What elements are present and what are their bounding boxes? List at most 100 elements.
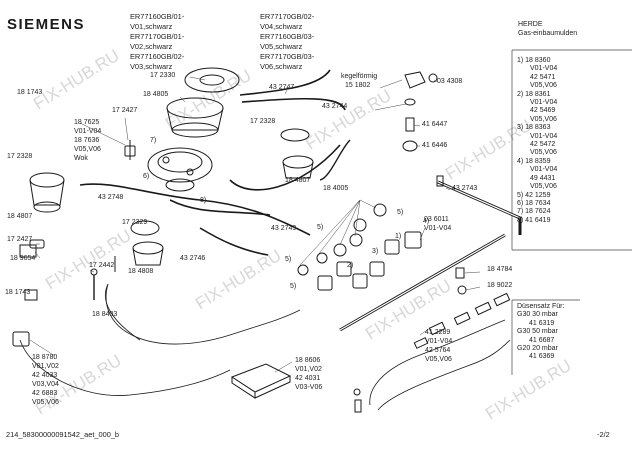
- callout-label: 8): [200, 197, 207, 204]
- part-label: 18 4808: [128, 268, 154, 275]
- variant-line: 1) 18 8360: [517, 57, 551, 64]
- product-title-line2: Gas-einbaumulden: [518, 30, 578, 37]
- part-label: 42 6883: [32, 390, 58, 397]
- model-column-1: ER77160GB/01-V01,schwarz ER77170GB/01-V0…: [130, 12, 184, 72]
- model-line: ER77170GB/03-V06,schwarz: [260, 52, 315, 71]
- variant-line: V05,V06: [530, 115, 557, 123]
- part-label: 17 2330: [150, 72, 176, 79]
- part-label: V03,V04: [32, 381, 59, 388]
- nozzle-line: G30 50 mbar: [517, 328, 558, 336]
- callout-label: 5): [317, 224, 324, 231]
- part-label: V03-V06: [295, 384, 323, 391]
- part-label: V01-V04: [424, 225, 452, 232]
- part-label: V01-V04: [74, 128, 102, 135]
- part-label: 17 2427: [112, 107, 138, 114]
- model-line: ER77170GB/02-V04,schwarz: [260, 12, 315, 31]
- variant-line: 42 5469: [530, 107, 556, 115]
- part-label: V05,V06: [32, 399, 59, 406]
- nozzle-line: G20 20 mbar: [517, 345, 558, 353]
- callout-label: 5): [285, 256, 292, 263]
- part-label: 18 1743: [17, 89, 43, 96]
- part-label: Wok: [74, 155, 88, 162]
- variant-line: V05,V06: [530, 149, 557, 157]
- part-label: 42 4031: [295, 375, 321, 382]
- variant-line: V01-V04: [530, 65, 558, 73]
- variant-line: 5) 42 1259: [517, 191, 551, 199]
- part-label: 42 4033: [32, 372, 58, 379]
- document-footer-code: 214_58300000091542_aet_000_b: [6, 430, 120, 439]
- variant-line: 2) 18 8361: [517, 90, 551, 98]
- part-label: 18 4805: [143, 91, 169, 98]
- part-label: 41 6446: [422, 142, 448, 149]
- part-label: 18 4807: [285, 177, 311, 184]
- part-label: V05,V06: [74, 146, 101, 153]
- callout-label: 6): [143, 173, 150, 180]
- part-label: 18 9022: [487, 282, 513, 289]
- part-label: 17 2442: [89, 262, 115, 269]
- product-title: HERDE Gas-einbaumulden: [518, 20, 577, 38]
- variant-line: 7) 18 7624: [517, 208, 551, 216]
- nozzle-set-list: Düsensatz Für: G30 30 mbar 41 6319 G30 5…: [517, 303, 564, 362]
- part-label: V05,V06: [425, 356, 452, 363]
- callout-label: 3): [372, 248, 379, 255]
- part-label: 41 2289: [425, 329, 451, 336]
- part-label: 17 2328: [7, 153, 33, 160]
- part-label: 15 1802: [345, 82, 371, 89]
- part-label: 43 2747: [269, 84, 295, 91]
- nozzle-heading: Düsensatz Für:: [517, 303, 565, 310]
- variant-line: 42 5471: [530, 73, 556, 81]
- part-label: 43 2743: [452, 185, 478, 192]
- part-label: 18 7636: [74, 137, 100, 144]
- part-label: V01,V02: [295, 366, 322, 373]
- nozzle-line: G30 30 mbar: [517, 311, 558, 319]
- part-label: 43 2749: [271, 225, 297, 232]
- nozzle-line: 41 6319: [529, 319, 555, 327]
- variant-line: 42 5472: [530, 141, 556, 149]
- part-label: 17 2329: [122, 219, 148, 226]
- callout-label: 5): [397, 209, 404, 216]
- part-label: 18 8403: [92, 311, 118, 318]
- callout-label: 7): [150, 137, 157, 144]
- part-label: 18 4784: [487, 266, 513, 273]
- part-label: 17 2328: [250, 118, 276, 125]
- part-label: 18 8606: [295, 357, 321, 364]
- variant-line: 6) 18 7634: [517, 199, 551, 207]
- variant-line: 49 4431: [530, 174, 556, 182]
- model-column-2: ER77170GB/02-V04,schwarz ER77160GB/03-V0…: [260, 12, 314, 72]
- variant-line: V01-V04: [530, 132, 558, 140]
- variant-line: 8) 41 6419: [517, 216, 551, 224]
- nozzle-line: 41 6687: [529, 336, 555, 344]
- part-label: V01-V04: [425, 338, 453, 345]
- part-label: 18 4005: [323, 185, 349, 192]
- part-label: 18 4807: [7, 213, 33, 220]
- brand-logo: SIEMENS: [7, 16, 86, 33]
- callout-label: 2): [347, 262, 354, 269]
- variant-line: V05,V06: [530, 82, 557, 90]
- part-label: 18 1743: [5, 289, 31, 296]
- model-line: ER77170GB/01-V02,schwarz: [130, 32, 185, 51]
- part-label: 43 2748: [98, 194, 124, 201]
- callout-label: 1): [395, 233, 402, 240]
- model-line: ER77160GB/02-V03,schwarz: [130, 52, 185, 71]
- model-line: ER77160GB/01-V01,schwarz: [130, 12, 185, 31]
- part-label: 17 2427: [7, 236, 33, 243]
- part-label: 41 6447: [422, 121, 448, 128]
- product-title-line1: HERDE: [518, 21, 543, 28]
- part-label: 18 7625: [74, 119, 100, 126]
- part-label: 03 4308: [437, 78, 463, 85]
- variant-line: 4) 18 8359: [517, 157, 551, 165]
- part-label: 42 5764: [425, 347, 451, 354]
- variant-line: V05,V06: [530, 183, 557, 191]
- part-label: 18 8780: [32, 354, 58, 361]
- callout-label: 5): [290, 283, 297, 290]
- part-label: 03 6011: [424, 216, 449, 223]
- variant-line: V01-V04: [530, 166, 558, 174]
- part-label: kegelförmig: [341, 73, 378, 80]
- page-number: -2/2: [597, 430, 610, 439]
- part-label: V01,V02: [32, 363, 59, 370]
- variant-line: V01-V04: [530, 99, 558, 107]
- variant-list: 1) 18 8360 V01-V04 42 5471 V05,V06 2) 18…: [517, 57, 557, 225]
- callout-label: 4): [423, 218, 430, 225]
- part-label: 18 9654: [10, 255, 36, 262]
